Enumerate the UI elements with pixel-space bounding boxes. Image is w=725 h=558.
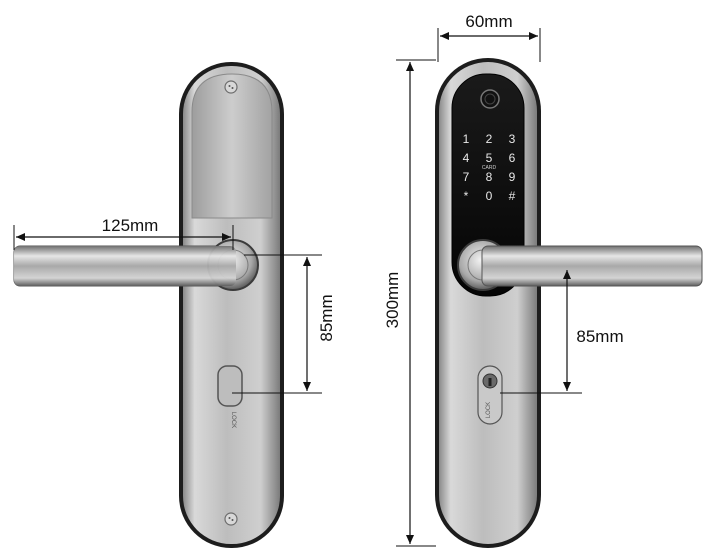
thumb-turn-knob xyxy=(217,365,243,407)
key-0[interactable]: 0 xyxy=(486,189,493,203)
right-lever-handle xyxy=(457,239,703,291)
screw-icon xyxy=(224,80,238,94)
key-hash[interactable]: # xyxy=(509,189,516,203)
key-star[interactable]: * xyxy=(464,189,469,203)
key-7[interactable]: 7 xyxy=(463,170,470,184)
key-cylinder: LOCK xyxy=(477,365,503,425)
card-label: CARD xyxy=(482,165,497,171)
key-4[interactable]: 4 xyxy=(463,151,470,165)
key-9[interactable]: 9 xyxy=(509,170,516,184)
right-lever-bar xyxy=(481,245,703,287)
dimension-label-85mm-left: 85mm xyxy=(317,294,336,341)
dimension-label-85mm-right: 85mm xyxy=(576,327,623,346)
key-8[interactable]: 8 xyxy=(486,170,493,184)
key-5[interactable]: 5 xyxy=(486,151,493,165)
screw-icon xyxy=(224,512,238,526)
dimension-plate-height: 300mm xyxy=(383,59,436,547)
key-1[interactable]: 1 xyxy=(463,132,470,146)
dimension-label-300mm: 300mm xyxy=(383,272,402,329)
keypad-screen xyxy=(451,73,525,297)
dimension-lever-length: 125mm xyxy=(13,216,234,250)
key-6[interactable]: 6 xyxy=(509,151,516,165)
dimension-handle-to-cylinder-left: 85mm xyxy=(232,254,336,394)
key-3[interactable]: 3 xyxy=(509,132,516,146)
keypad: 1 2 3 4 5 6 CARD 7 8 9 * 0 # xyxy=(463,132,516,203)
fingerprint-sensor-icon xyxy=(480,89,500,109)
lock-label-left: LOCK xyxy=(230,412,236,428)
left-lock-top-panel xyxy=(191,73,273,219)
key-2[interactable]: 2 xyxy=(486,132,493,146)
right-lock: 1 2 3 4 5 6 CARD 7 8 9 * 0 # LOCK xyxy=(435,58,541,548)
dimension-handle-to-cylinder-right: 85mm xyxy=(500,270,624,394)
dimension-label-60mm: 60mm xyxy=(465,12,512,31)
left-lock: LOCK xyxy=(179,62,284,548)
lock-label-right: LOCK xyxy=(486,402,492,418)
left-lever-handle xyxy=(13,239,259,291)
dimension-label-125mm: 125mm xyxy=(102,216,159,235)
dimension-plate-width: 60mm xyxy=(437,12,541,62)
